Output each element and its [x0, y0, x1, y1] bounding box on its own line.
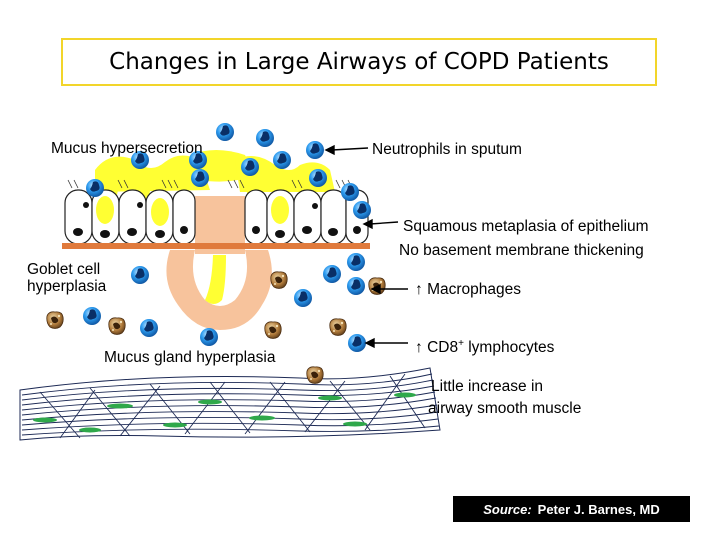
neutrophil — [273, 151, 291, 169]
source-author: Peter J. Barnes, MD — [537, 501, 660, 517]
increase-arrow: ↑ — [415, 281, 423, 298]
neutrophil — [140, 319, 158, 337]
neutrophil — [256, 129, 274, 147]
neutrophil — [241, 158, 259, 176]
neutrophil — [131, 266, 149, 284]
label-cd8: ↑ CD8+ lymphocytes — [415, 335, 554, 357]
cd8-sup: + — [458, 338, 464, 349]
label-macrophages: ↑ Macrophages — [415, 281, 521, 299]
macrophage — [270, 271, 288, 289]
cell-nuclei — [73, 202, 361, 238]
smooth-muscle — [19, 367, 441, 441]
neutrophil — [323, 265, 341, 283]
neutrophil — [347, 277, 365, 295]
neutrophil — [347, 253, 365, 271]
label-mucus-hypersecretion: Mucus hypersecretion — [51, 140, 203, 157]
macrophages-text: Macrophages — [427, 281, 521, 298]
label-goblet-line2: hyperplasia — [27, 278, 107, 295]
neutrophil — [353, 201, 371, 219]
label-neutrophils: Neutrophils in sputum — [372, 141, 522, 158]
neutrophil — [216, 123, 234, 141]
label-smooth-line2: airway smooth muscle — [428, 400, 582, 417]
label-mucus-gland: Mucus gland hyperplasia — [104, 349, 276, 366]
source-credit: Source: Peter J. Barnes, MD — [453, 496, 690, 522]
neutrophil — [306, 141, 324, 159]
title-box: Changes in Large Airways of COPD Patient… — [61, 38, 657, 86]
macrophage — [329, 318, 347, 336]
basement-membrane — [62, 243, 370, 249]
neutrophil — [348, 334, 366, 352]
macrophage — [264, 321, 282, 339]
label-basement: No basement membrane thickening — [399, 242, 644, 259]
label-goblet-line1: Goblet cell — [27, 261, 101, 278]
goblet-cells — [96, 196, 289, 226]
neutrophil — [200, 328, 218, 346]
label-smooth-line1: Little increase in — [431, 378, 544, 395]
neutrophil — [83, 307, 101, 325]
neutrophil — [191, 169, 209, 187]
neutrophil — [294, 289, 312, 307]
increase-arrow: ↑ — [415, 339, 423, 357]
label-squamous: Squamous metaplasia of epithelium — [403, 218, 649, 235]
neutrophil — [341, 183, 359, 201]
cd8-rest: lymphocytes — [468, 339, 555, 357]
source-label: Source: — [483, 501, 532, 517]
neutrophil — [86, 179, 104, 197]
macrophage — [108, 317, 126, 335]
neutrophil — [309, 169, 327, 187]
slide-title: Changes in Large Airways of COPD Patient… — [109, 49, 609, 75]
macrophage — [306, 366, 324, 384]
cd8-text: CD8 — [427, 339, 459, 357]
pointer-arrows — [324, 144, 408, 349]
macrophage — [46, 311, 64, 329]
